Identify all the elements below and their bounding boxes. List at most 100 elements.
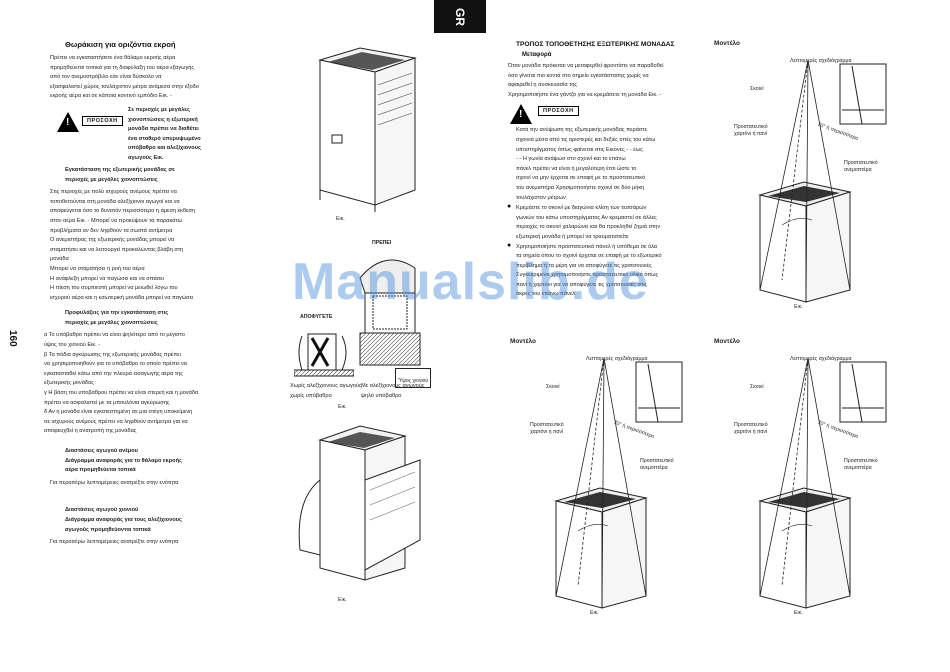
title-line: Διαστάσεις αγωγού χιονιού — [65, 507, 139, 514]
text-line: αποφευχθεί η ανατροπή της μονάδας — [44, 428, 137, 435]
caption-no-duct: Χωρίς αλεξίχιονους αγωγούς χωρίς υπόβαθρο — [290, 382, 362, 401]
lifting-diagram — [758, 357, 887, 609]
figure-caption: Εικ. — [338, 404, 347, 410]
bullet-text: Χρησιμοποιήστε προστατευτικά πάνελ ή υπό… — [516, 243, 704, 301]
section-body: α Το υπόβαθρο πρέπει να είναι ψηλότερο α… — [44, 331, 292, 437]
figure-title: Μοντέλο — [714, 338, 740, 345]
text-line: Κρεμάστε το σκοινί με διαγώνια κλίση των… — [516, 205, 647, 212]
warning-label: ΠΡΟΣΟΧΗ — [82, 115, 123, 126]
text-line: γωνιών του κάτω υποστηρίγματος Αν κρεμασ… — [516, 214, 657, 221]
rope-label: Σκοινί — [750, 384, 764, 390]
text-line: τοποθετούνται στη μονάδα αλεξίχιονοι αγω… — [50, 198, 180, 205]
warning-line: αγωγούς Εικ. — [128, 154, 164, 161]
detail-label: Λεπτομερές σχεδιάγραμμα — [790, 356, 852, 362]
figure-unit-top — [318, 47, 417, 212]
lifting-diagram — [554, 357, 683, 609]
text-line: Ο ανεμιστήρας της εξωτερικής μονάδας μπο… — [50, 237, 175, 244]
warning-icon — [510, 104, 532, 125]
figure-unit-bottom — [298, 425, 421, 581]
text-line: Κατά την ανύψωση της εξωτερικής μονάδας … — [516, 127, 648, 134]
bullet-icon: ● — [507, 241, 512, 249]
title-line: Διαστάσεις αγωγού ανέμου — [65, 448, 138, 454]
paper-label: χαρτόνι ή πανί — [734, 429, 768, 435]
text-line: β Τα πόδια αγκύρωσης της εξωτερικής μονά… — [44, 351, 181, 358]
title-line: Διάγραμμα αναφοράς για τους αλεξίχιονους — [65, 516, 182, 523]
rope-label: Σκοινί — [546, 384, 560, 390]
warning-text: Κατά την ανύψωση της εξωτερικής μονάδας … — [516, 126, 704, 203]
text-line: προμηθεύεται τοπικά για τη διαφύλαξη του… — [50, 64, 195, 71]
figure-snow-duct — [359, 259, 421, 366]
left-column: Θωράκιση για οριζόντια εκροή Πρέπει να ε… — [44, 40, 292, 548]
warning-icon — [57, 111, 79, 132]
title-line: αγωγούς προμηθεύονται τοπικά — [65, 526, 151, 533]
warning-line: μονάδα πρέπει να διαθέτει — [128, 126, 199, 133]
section-body: Πρέπει να εγκαταστήσετε ένα θάλαμο εκροή… — [50, 54, 292, 102]
paper-label: χαρτόνι ή πανί — [734, 131, 768, 137]
language-tab-label: GR — [453, 7, 467, 26]
warning-label: ΠΡΟΣΟΧΗ — [538, 106, 579, 117]
text-line: σχοινιά μέσα από τις αριστερές και δεξιέ… — [516, 136, 656, 143]
watermark: Manualslib.de — [292, 253, 649, 311]
guard-label: Προστατευτικό — [844, 458, 878, 464]
caption-line: χωρίς υπόβαθρο — [290, 392, 332, 399]
text-line: εξωτερικής μονάδας — [44, 380, 94, 387]
text-line: Χρησιμοποιήστε ένα γάντζο για να κρεμάσε… — [508, 91, 662, 98]
snow-label-box: Ύψος χιονιού — [395, 368, 432, 388]
text-line: Συγκεκριμένα χρησιμοποιήστε προστατευτικ… — [516, 272, 659, 279]
text-line: του ανεμιστήρα Χρησιμοποιήστε σχοινί σε … — [516, 184, 645, 191]
title-line: Διάγραμμα αναφοράς για το θάλαμο εκροής — [65, 457, 182, 464]
paper-label: Προστατευτικό — [530, 422, 564, 428]
caption-line: ψηλό υπόβαθρο — [361, 392, 402, 399]
text-line: περιοχές το σκοινί χαλαρώνει και θα προκ… — [516, 224, 661, 231]
text-line: γ Η βάση του υποβάθρου πρέπει να είναι σ… — [44, 390, 199, 397]
text-line: περίβλημα ή τα μέρη για να αποφύγετε τις… — [516, 262, 652, 269]
text-line: ύψος του χιονιού Εικ. - — [44, 342, 101, 349]
rope-label: Σκοινί — [750, 86, 764, 92]
text-line: τα σημεία όπου το σχοινί έρχεται σε επαφ… — [516, 253, 662, 260]
text-line: ισχυρού αέρα και η εσωτερική μονάδα μπορ… — [50, 294, 194, 301]
guard-label: Προστατευτικό — [640, 458, 674, 464]
text-line: εκροής αέρα και σε κάποια κοντινό εμπόδι… — [50, 93, 172, 100]
section-line: Για περαιτέρω λεπτομέρειες ανατρέξτε στη… — [50, 539, 179, 546]
section-title: ΤΡΟΠΟΣ ΤΟΠΟΘΕΤΗΣΗΣ ΕΞΩΤΕΡΙΚΗΣ ΜΟΝΑΔΑΣ — [516, 41, 675, 48]
text-line: όσο γίνεται πιο κοντά στο σημείο εγκατάσ… — [508, 72, 649, 79]
figure-title: Μοντέλο — [714, 40, 740, 47]
section-body: Όταν μονάδα πρόκειται να μεταφερθεί φρον… — [508, 62, 704, 100]
figure-caption: Εικ. — [336, 216, 345, 222]
detail-label: Λεπτομερές σχεδιάγραμμα — [790, 58, 852, 64]
text-line: πάνελ πρέπει να είναι ή μεγαλύτερη έτσι … — [516, 165, 637, 172]
figure-caption: Εικ. — [794, 304, 803, 310]
text-line: Η πίεση του συμπιεστή μπορεί να μειωθεί … — [50, 285, 178, 292]
bullet-icon: ● — [507, 203, 512, 211]
bullet-item: ● Χρησιμοποιήστε προστατευτικά πάνελ ή υ… — [507, 241, 704, 301]
figure-title: Μοντέλο — [510, 338, 536, 345]
caption-line: Χωρίς αλεξίχιονους αγωγούς — [290, 383, 362, 389]
title-line: περιοχές με μεγάλες χιονοπτώσεις — [65, 319, 158, 326]
text-line: Όταν μονάδα πρόκειται να μεταφερθεί φρον… — [508, 63, 664, 69]
caption-line: Με αλεξίχιονους αγωγούς — [361, 383, 425, 389]
guard-label: ανεμοπτέρα — [844, 465, 872, 471]
text-line: α Το υπόβαθρο πρέπει να είναι ψηλότερο α… — [44, 332, 185, 339]
warning-line: χιονοπτώσεις η εξωτερική — [128, 116, 198, 123]
text-line: άκρες του επάνω πάνελ — [516, 291, 576, 298]
section-body: Στις περιοχές με πολύ ισχυρούς ανέμους π… — [50, 188, 292, 303]
warning-block: ΠΡΟΣΟΧΗ Σε περιοχές με μεγάλεςχιονοπτώσε… — [50, 106, 292, 162]
text-line: αφαιρεθεί η συσκευασία της — [508, 82, 578, 89]
caption-with-duct: Με αλεξίχιονους αγωγούς ψηλό υπόβαθρο — [361, 382, 425, 401]
bullet-text: Κρεμάστε το σκοινί με διαγώνια κλίση των… — [516, 204, 704, 242]
section-line: Για περαιτέρω λεπτομέρειες ανατρέξτε στη… — [50, 479, 179, 486]
paper-label: χαρτόνι ή πανί — [530, 429, 564, 435]
text-line: στον αέρα Εικ. - Μπορεί να προκύψουν τα … — [50, 217, 182, 224]
text-line: εξασφαλιστεί χώρος τουλάχιστον μέτρα ανά… — [50, 83, 199, 90]
right-text-column: ΤΡΟΠΟΣ ΤΟΠΟΘΕΤΗΣΗΣ ΕΞΩΤΕΡΙΚΗΣ ΜΟΝΑΔΑΣ Με… — [507, 40, 704, 301]
label-apofygete: ΑΠΟΦΥΓΕΤΕ — [300, 314, 333, 320]
warning-block: ΠΡΟΣΟΧΗ — [508, 102, 704, 126]
title-line: περιοχές με μεγάλες χιονοπτώσεις — [65, 176, 158, 183]
text-line: δ Αν η μονάδα είναι εγκατεστημένη σε μια… — [44, 409, 193, 416]
text-line: εγκατασταθεί κάτω από την πλευρά εισαγωγ… — [44, 370, 183, 377]
